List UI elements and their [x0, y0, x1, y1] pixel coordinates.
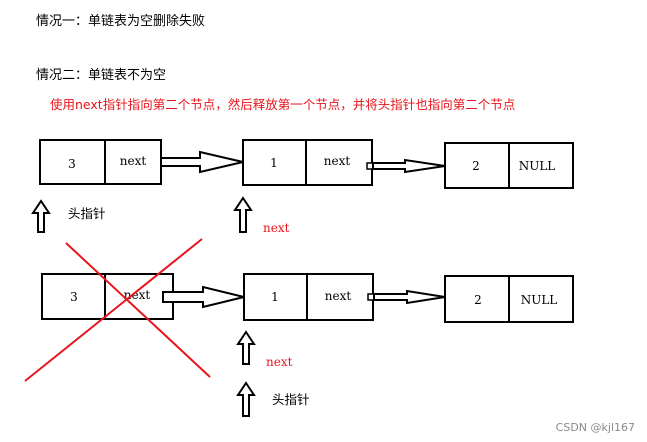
- case2-heading: 情况二：单链表不为空: [36, 68, 167, 83]
- after-next-pointer-arrow: [236, 330, 256, 365]
- before-node-2-next: NULL: [519, 159, 556, 173]
- before-arrow-3-to-1: [160, 150, 244, 174]
- after-node-2: 2 NULL: [444, 275, 574, 323]
- after-arrow-1-to-2: [367, 289, 446, 305]
- before-node-1-value: 1: [270, 156, 278, 170]
- before-next-pointer-label: next: [263, 221, 290, 235]
- before-node-1: 1 next: [242, 139, 373, 186]
- before-node-2-value: 2: [472, 159, 480, 173]
- before-node-2: 2 NULL: [444, 142, 574, 189]
- after-node-1: 1 next: [243, 273, 374, 321]
- explanation-text: 使用next指针指向第二个节点，然后释放第一个节点，并将头指针也指向第二个节点: [50, 97, 516, 112]
- after-node-2-next: NULL: [521, 293, 558, 307]
- after-list: 3 next 1 next 2 NULL: [24, 238, 574, 417]
- delete-cross-mark: [24, 238, 211, 382]
- before-node-3-next: next: [120, 154, 147, 168]
- before-head-pointer-arrow: [31, 199, 51, 233]
- watermark: CSDN @kjl167: [555, 421, 635, 434]
- before-node-3: 3 next: [39, 139, 162, 185]
- after-head-pointer-arrow: [236, 381, 256, 417]
- before-list: 3 next 1 next 2 NULL 头指针: [31, 139, 574, 235]
- before-node-1-next: next: [324, 154, 351, 168]
- after-next-pointer-label: next: [266, 355, 293, 369]
- after-node-2-value: 2: [474, 293, 482, 307]
- case1-heading: 情况一：单链表为空删除失败: [36, 14, 206, 29]
- after-node-3-next: next: [124, 288, 151, 302]
- after-arrow-3-to-1: [162, 285, 245, 309]
- after-node-3-value: 3: [70, 290, 78, 304]
- before-node-3-value: 3: [68, 157, 76, 171]
- before-arrow-1-to-2: [366, 158, 446, 174]
- before-next-pointer-arrow: [233, 196, 253, 233]
- after-node-1-next: next: [325, 289, 352, 303]
- before-head-pointer-label: 头指针: [68, 206, 106, 221]
- after-head-pointer-label: 头指针: [272, 392, 310, 407]
- after-node-1-value: 1: [271, 290, 279, 304]
